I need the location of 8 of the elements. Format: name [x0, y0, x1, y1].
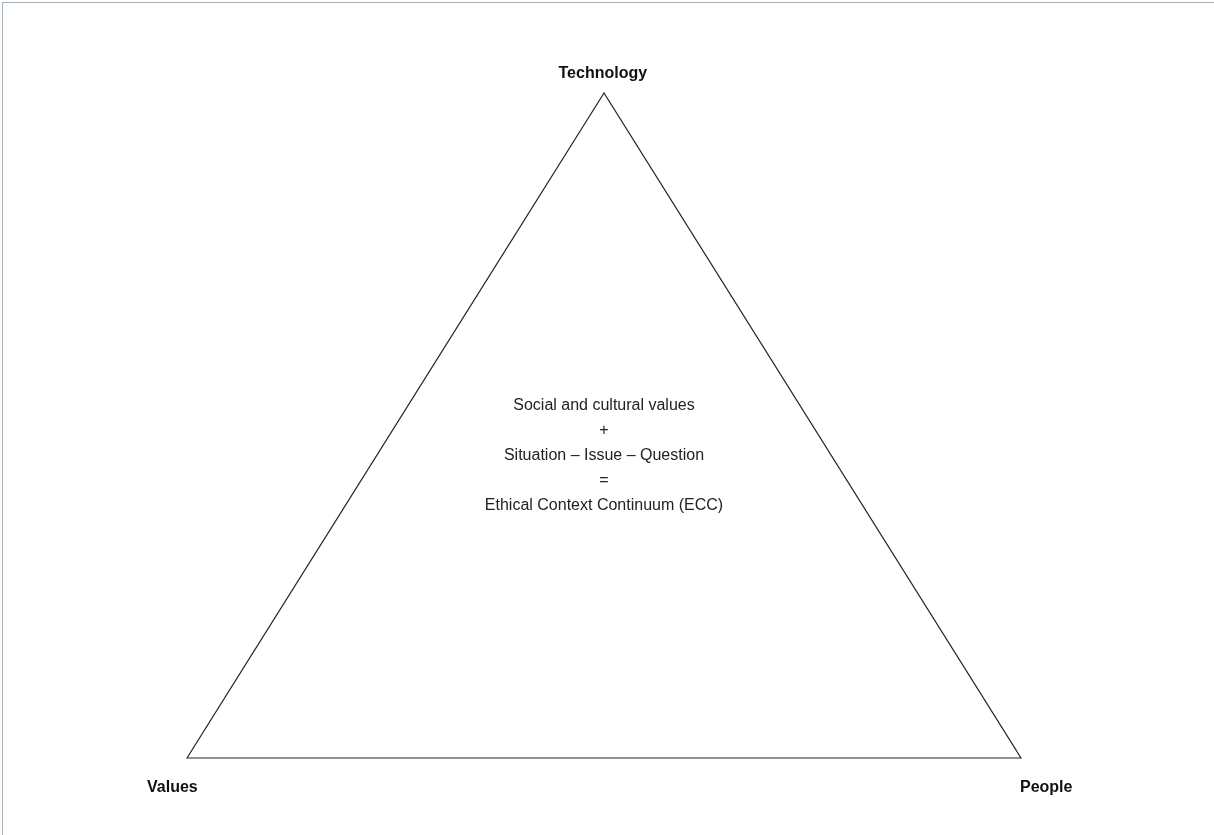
vertex-label: People: [1020, 778, 1073, 796]
center-text: Situation – Issue – Question: [503, 445, 705, 465]
triangle-shape: [186, 92, 1022, 759]
center-text: +: [599, 420, 609, 440]
vertex-label: Values: [147, 778, 198, 796]
center-text: Social and cultural values: [513, 395, 695, 415]
center-text: =: [599, 470, 609, 490]
center-text: Ethical Context Continuum (ECC): [484, 495, 724, 515]
